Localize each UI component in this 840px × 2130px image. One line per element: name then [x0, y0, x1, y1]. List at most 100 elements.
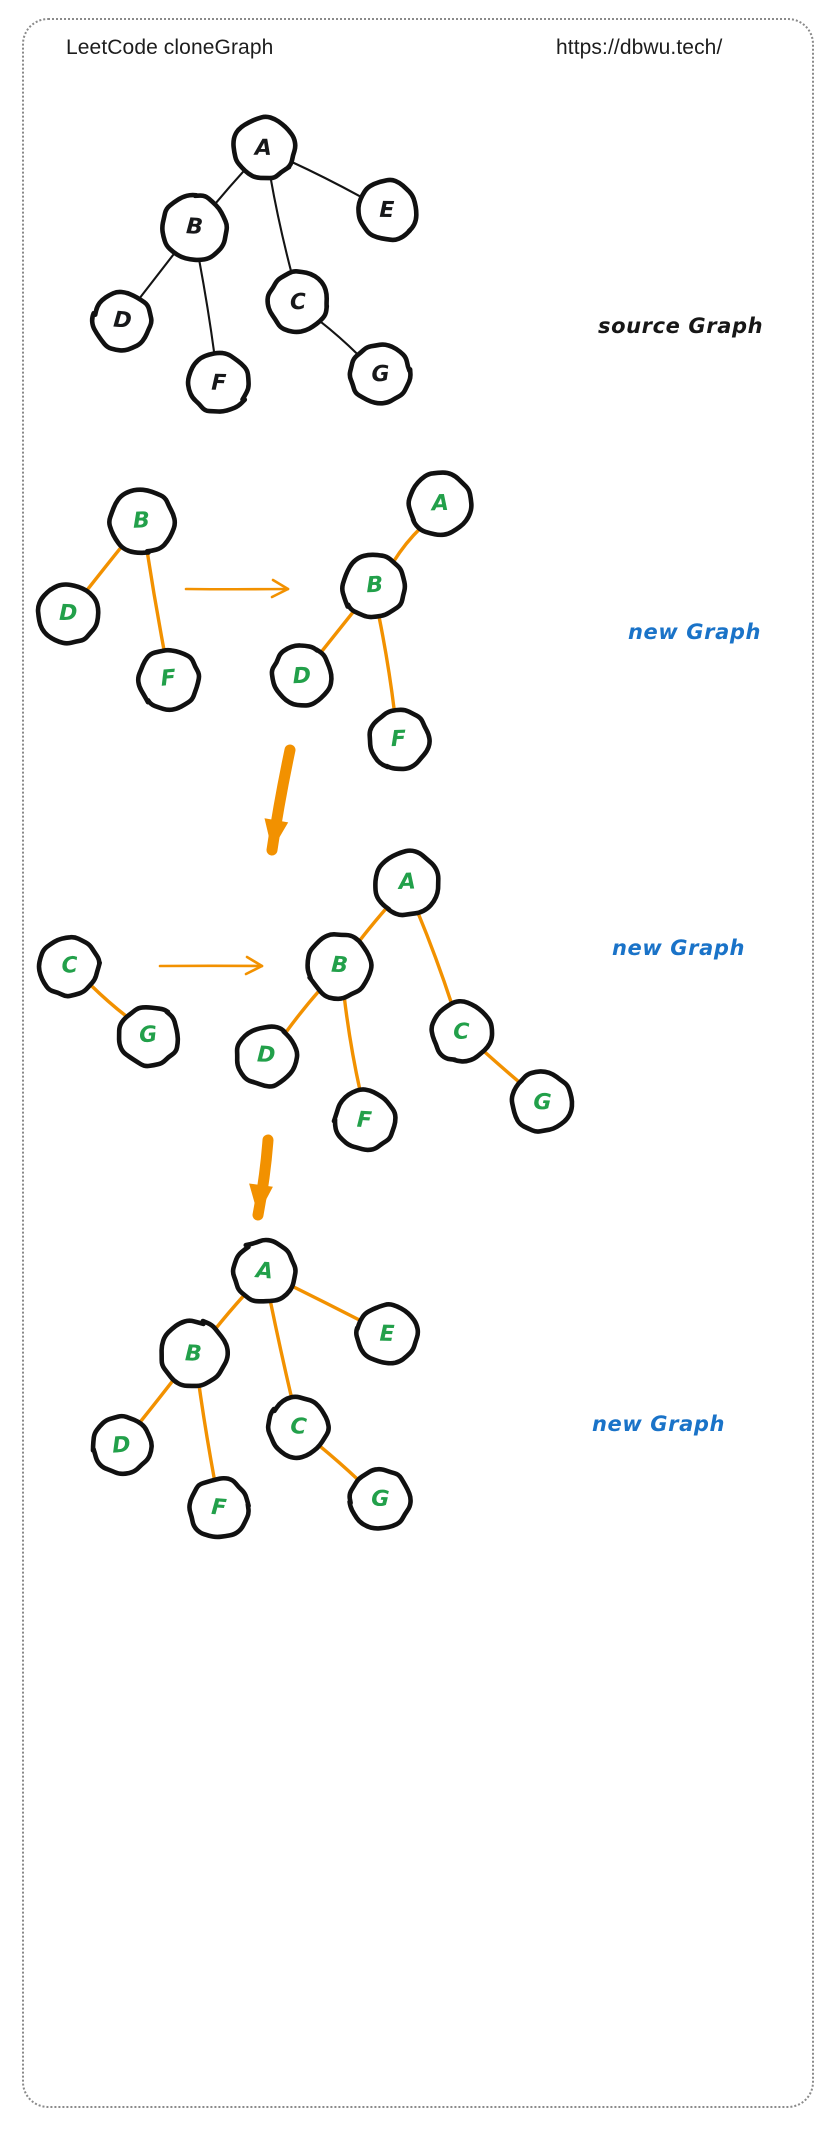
flow-arrow-head	[249, 1183, 273, 1215]
panel-step-1-transform-arrow	[184, 578, 290, 599]
node-label: D	[292, 664, 311, 690]
edge-A-E	[289, 160, 363, 198]
node-circle	[230, 1237, 298, 1304]
arrow-head	[244, 955, 264, 976]
node-circle	[36, 934, 102, 999]
node-b[interactable]: B	[160, 192, 230, 263]
node-label: D	[256, 1042, 276, 1068]
node-circle	[356, 177, 419, 243]
node-g[interactable]: G	[347, 342, 413, 406]
node-b[interactable]: B	[159, 1318, 231, 1389]
node-circle	[89, 289, 154, 353]
node-f[interactable]: F	[331, 1087, 398, 1153]
edge-B4-D4	[137, 1377, 176, 1425]
node-circle	[90, 1413, 154, 1477]
flow-arrow-head	[264, 818, 289, 850]
edge-A4-B4	[213, 1293, 247, 1332]
node-label: F	[211, 371, 227, 396]
source-graph-annotation: source Graph	[598, 314, 764, 338]
node-a[interactable]: A	[406, 470, 474, 538]
node-f[interactable]: F	[367, 707, 432, 772]
node-label: D	[112, 308, 132, 334]
node-f[interactable]: F	[185, 350, 251, 414]
node-c[interactable]: C	[265, 1394, 331, 1461]
node-circle	[160, 192, 230, 263]
node-g[interactable]: G	[509, 1069, 575, 1134]
edge-A4-E4	[289, 1283, 363, 1323]
node-label: C	[289, 1414, 307, 1440]
node-label: A	[429, 491, 449, 517]
edge-B4-F4	[197, 1383, 217, 1482]
node-e[interactable]: E	[353, 1302, 421, 1366]
node-label: B	[133, 508, 151, 534]
node-label: C	[289, 290, 307, 316]
node-circle	[367, 707, 432, 772]
edge-B1-D1	[84, 543, 125, 593]
edge-A-C	[269, 176, 293, 275]
node-b[interactable]: B	[107, 487, 178, 556]
edge-B2-D2	[318, 608, 357, 656]
panel-source: A B E C D F G	[89, 114, 419, 414]
edge-C3-G3	[482, 1049, 522, 1085]
node-a[interactable]: A	[231, 114, 298, 181]
node-circle	[406, 470, 474, 538]
panel-step-2-transform-arrow	[158, 955, 264, 976]
source-url: https://dbwu.tech/	[556, 36, 723, 59]
node-label: F	[390, 727, 406, 752]
edge-B2-F2	[377, 614, 397, 714]
node-b[interactable]: B	[305, 932, 374, 1002]
node-circle	[231, 114, 298, 181]
node-label: E	[379, 1322, 395, 1347]
node-label: E	[379, 198, 394, 223]
node-a[interactable]: A	[230, 1237, 298, 1304]
node-label: G	[138, 1022, 158, 1048]
edge-C-G	[318, 320, 360, 356]
node-label: A	[253, 1258, 274, 1285]
node-c[interactable]: C	[36, 934, 102, 999]
node-label: B	[331, 953, 349, 979]
node-circle	[135, 647, 202, 713]
node-circle	[269, 643, 334, 708]
node-label: B	[185, 214, 203, 240]
node-d[interactable]: D	[35, 582, 101, 646]
node-circle	[347, 1466, 413, 1531]
node-d[interactable]: D	[89, 289, 154, 353]
node-circle	[35, 582, 101, 646]
flow-arrow-1	[264, 744, 296, 856]
node-g[interactable]: G	[116, 1004, 181, 1069]
node-label: A	[396, 869, 416, 895]
node-label: G	[533, 1090, 552, 1116]
node-label: F	[210, 1495, 227, 1521]
node-label: C	[453, 1020, 470, 1045]
node-c[interactable]: C	[265, 269, 330, 335]
node-circle	[331, 1087, 398, 1153]
node-label: B	[366, 573, 384, 599]
node-circle	[265, 1394, 331, 1461]
node-circle	[347, 342, 413, 406]
arrow-head	[270, 578, 290, 599]
node-b[interactable]: B	[340, 552, 408, 620]
node-d[interactable]: D	[90, 1413, 154, 1477]
edge-A2-B2	[391, 525, 423, 564]
node-circle	[429, 998, 495, 1064]
node-f[interactable]: F	[135, 647, 202, 713]
node-label: B	[184, 1341, 202, 1367]
node-g[interactable]: G	[347, 1466, 413, 1531]
edge-B-F	[198, 258, 216, 356]
page-frame	[22, 18, 814, 2108]
node-d[interactable]: D	[269, 643, 334, 708]
node-d[interactable]: D	[234, 1024, 300, 1089]
node-f[interactable]: F	[187, 1475, 251, 1540]
edge-A3-C3	[416, 910, 454, 1007]
node-e[interactable]: E	[356, 177, 419, 243]
node-c[interactable]: C	[429, 998, 495, 1064]
node-circle	[340, 552, 408, 620]
node-a[interactable]: A	[373, 848, 441, 918]
node-circle	[373, 848, 441, 918]
node-label: G	[371, 362, 390, 388]
node-circle	[185, 350, 251, 414]
edge-C4-G4	[318, 1444, 360, 1482]
